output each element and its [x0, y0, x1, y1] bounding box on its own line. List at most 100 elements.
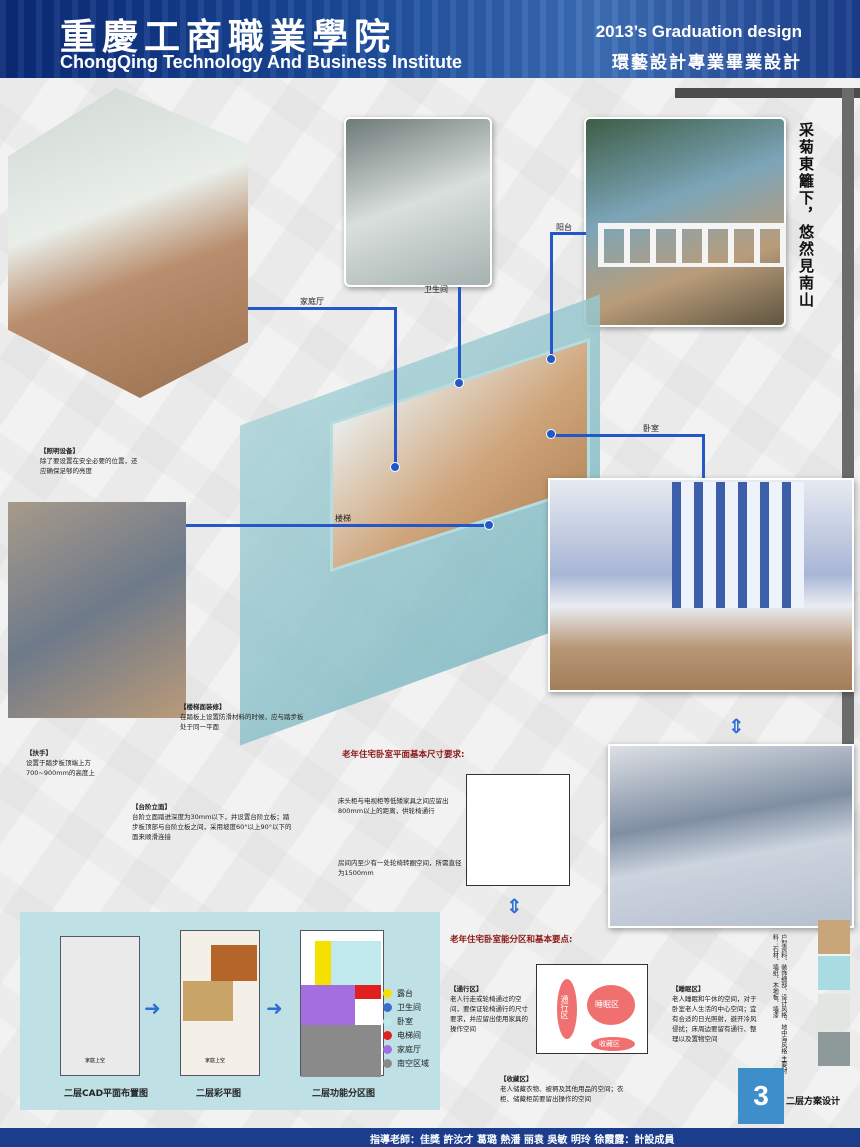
living-room-render: [8, 88, 248, 398]
legend-label: 南空区域: [397, 1059, 429, 1068]
zoning-diagram: 通行区 睡眠区 收藏区: [536, 964, 648, 1054]
right-arrow-icon-2: ➜: [266, 996, 283, 1020]
graduation-title-cn: 環藝設計專業畢業設計: [612, 53, 802, 73]
legend-label: 露台: [397, 989, 413, 998]
function-plan-caption: 二层功能分区图: [312, 1089, 376, 1099]
node-balcony: [546, 354, 556, 364]
right-arrow-icon: ➜: [144, 996, 161, 1020]
callout-stair-surface-title: 【楼梯面装修】: [180, 703, 226, 711]
zone-sleep-shape: [587, 985, 635, 1025]
connector-bedroom: [552, 434, 704, 437]
legend-label: 电梯间: [397, 1031, 421, 1040]
node-bath: [454, 378, 464, 388]
callout-lighting: 【照明设备】 除了要设置在安全必要的位置，还应确保足够的亮度: [40, 446, 140, 476]
callout-step-body: 台阶立面踏进深度为30mm以下，并设置台阶立板；踏步板顶部与台阶立板之间，采用坡…: [132, 813, 292, 842]
school-name-cn: 重慶工商職業學院: [60, 16, 397, 58]
legend-color-dot: [383, 1003, 392, 1012]
material-swatch-gray: [818, 1032, 850, 1066]
material-swatch-blue: [818, 956, 850, 990]
legend-item: 卫生间: [383, 1002, 421, 1013]
connector-living: [248, 307, 396, 310]
cad-plan: 家庭上空: [60, 936, 140, 1076]
connector-balcony: [550, 232, 553, 360]
cad-plan-caption: 二层CAD平面布置图: [64, 1089, 149, 1099]
connector-living-v: [394, 307, 397, 467]
legend-item: 电梯间: [383, 1030, 421, 1041]
callout-handrail: 【扶手】 设置于踏步板顶端上方700~900mm的高度上: [26, 748, 112, 778]
legend-color-dot: [383, 1059, 392, 1068]
zone-storage-shape: [591, 1037, 635, 1051]
page-number: 3: [738, 1068, 784, 1124]
zoning-passage-body: 老人行走或轮椅通过的空间，要保证轮椅通行的尺寸要求，并应留出使用家具的操作空间: [450, 995, 528, 1034]
zoning-passage: 【通行区】 老人行走或轮椅通过的空间，要保证轮椅通行的尺寸要求，并应留出使用家具…: [450, 984, 532, 1034]
callout-lighting-title: 【照明设备】: [40, 447, 79, 455]
legend-color-dot: [383, 1045, 392, 1054]
callout-stair-surface-body: 在踏板上设置防滑材料的时候，应与踏步板处于同一平面: [180, 713, 304, 732]
bedroom-plan-diagram: [466, 774, 570, 886]
legend-item: 露台: [383, 988, 413, 999]
updown-arrow-icon: ⇕: [728, 714, 745, 738]
zoning-storage: 【收藏区】 老人储藏衣物、被褥及其他用品的空间；衣柜、储藏柜前要留出操作的空间: [500, 1074, 636, 1104]
bedroom-requirement-title: 老年住宅卧室平面基本尺寸要求:: [342, 750, 465, 760]
legend-color-dot: [383, 1017, 392, 1026]
zone-sleep-label: 睡眠区: [595, 1000, 619, 1009]
label-balcony: 阳台: [556, 223, 572, 232]
color-plan-caption: 二层彩平图: [196, 1089, 242, 1099]
bedroom-note-1: 床头柜与电视柜等低矮家具之间应留出800mm以上的距离，供轮椅通行: [338, 797, 449, 816]
poem-text: 采菊東籬下，悠然見南山: [797, 122, 815, 309]
zoning-passage-title: 【通行区】: [450, 985, 483, 993]
zone-storage-label: 收藏区: [599, 1040, 620, 1048]
footer-bar: 指導老師：佳獎 許汝才 葛璐 熱潘 丽袁 吳敏 明玲 徐霞露：計設成員: [0, 1128, 860, 1147]
zone-family-room: [301, 985, 355, 1025]
node-living: [390, 462, 400, 472]
zoning-sleep-body: 老人睡眠和午休的空间，对于卧室老人生活的中心空间；宜有合适的日光照射，避开冷风侵…: [672, 995, 757, 1044]
callout-handrail-body: 设置于踏步板顶端上方700~900mm的高度上: [26, 759, 95, 778]
legend-label: 家庭厅: [397, 1045, 421, 1054]
callout-stair-surface: 【楼梯面装修】 在踏板上设置防滑材料的时候，应与踏步板处于同一平面: [180, 702, 304, 732]
header-stripes: [0, 0, 860, 78]
balcony-render: [584, 117, 786, 327]
materials-text: 户型资料、装饰细部、设计风格、地中海风格 主要材料：石材、墙纸、木地板、墙漆: [771, 934, 787, 1074]
material-swatch-wood: [818, 920, 850, 954]
zoning-storage-title: 【收藏区】: [500, 1075, 533, 1083]
color-plan-room-2: [183, 981, 233, 1021]
color-family-room-label: 家庭上空: [205, 1058, 226, 1064]
zone-terrace: [315, 941, 331, 985]
bedroom-striped-wall: [672, 482, 804, 608]
zone-bedroom: [331, 941, 381, 985]
legend-label: 卫生间: [397, 1003, 421, 1012]
page-section-name: 二层方案设计: [786, 1097, 841, 1107]
legend-color-dot: [383, 989, 392, 998]
zoning-storage-body: 老人储藏衣物、被褥及其他用品的空间；衣柜、储藏柜前要留出操作的空间: [500, 1085, 624, 1104]
callout-handrail-title: 【扶手】: [26, 749, 52, 757]
legend-label: 卧室: [397, 1017, 413, 1026]
zoning-title: 老年住宅卧室能分区和基本要点:: [450, 935, 573, 945]
header-banner: 重慶工商職業學院 ChongQing Technology And Busine…: [0, 0, 860, 78]
bedroom-render-2: [608, 744, 854, 928]
legend-item: 南空区域: [383, 1058, 429, 1069]
connector-stairs: [186, 524, 488, 527]
legend-item: 家庭厅: [383, 1044, 421, 1055]
label-stairs: 楼梯: [335, 514, 351, 523]
zone-void: [301, 1025, 381, 1077]
label-living: 家庭厅: [300, 297, 324, 306]
node-stairs: [484, 520, 494, 530]
zoning-sleep: 【睡眠区】 老人睡眠和午休的空间，对于卧室老人生活的中心空间；宜有合适的日光照射…: [672, 984, 760, 1044]
function-plan: [300, 930, 384, 1077]
balcony-railing: [598, 223, 786, 267]
zone-passage-label: 通行区: [560, 995, 569, 1019]
color-plan: 家庭上空: [180, 930, 260, 1076]
connector-bedroom-v: [702, 434, 705, 478]
footer-credits: 指導老師：佳獎 許汝才 葛璐 熱潘 丽袁 吳敏 明玲 徐霞露：計設成員: [370, 1135, 675, 1146]
label-bathroom: 卫生间: [424, 285, 448, 294]
color-plan-room-1: [211, 945, 257, 981]
bedroom-note-2: 房间内至少有一处轮椅转圈空间，所需直径为1500mm: [338, 859, 462, 878]
updown-arrow-icon-2: ⇕: [506, 894, 523, 918]
bathroom-render: [344, 117, 492, 287]
zone-elevator: [355, 985, 381, 999]
cad-family-room-label: 家庭上空: [85, 1058, 106, 1064]
zoning-sleep-title: 【睡眠区】: [672, 985, 705, 993]
callout-lighting-body: 除了要设置在安全必要的位置，还应确保足够的亮度: [40, 457, 138, 476]
decorative-bar: [675, 88, 860, 98]
connector-balcony-h: [550, 232, 586, 235]
